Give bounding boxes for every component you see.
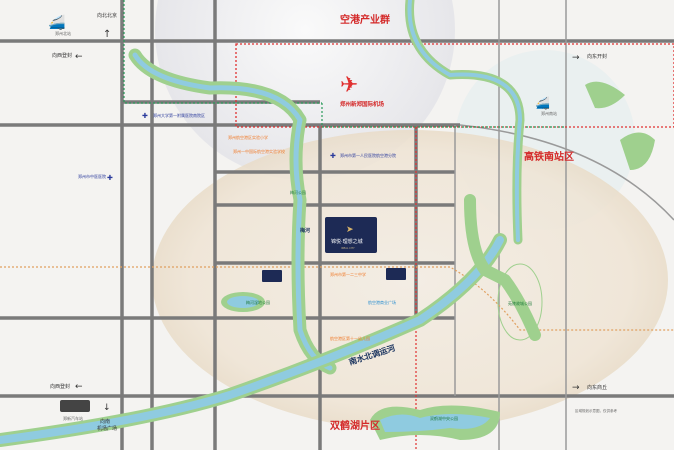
meihe-label: 梅河 [300,227,310,234]
hospital-icon: ✚ [142,112,148,120]
project-marker-small-2 [386,268,406,280]
green-rail-line [123,0,566,128]
hospital-3-label[interactable]: 郑州市中医医院 [78,173,106,179]
north-station-label: 郑州北站 [55,30,71,36]
rivers [0,0,655,447]
hospital-icon: ✚ [330,152,336,160]
direction-west-top: 向西登封 [52,52,72,59]
park-3-label[interactable]: 双鹤湖中央公园 [430,415,458,421]
direction-south-sub: 机场广场 [97,425,117,432]
direction-east-top: 向东开封 [587,53,607,60]
hospital-1-label[interactable]: 郑州大学第一附属医院南院区 [153,112,205,118]
west-arrow-icon: ← [75,382,83,392]
hospital-2-label[interactable]: 郑州市第一人民医院航空港分院 [340,152,396,158]
north-arrow-icon: ↑ [103,29,111,40]
park-4-label[interactable]: 苑陵故城公园 [508,300,532,306]
hsr-south-label[interactable]: 高铁南站区 [524,150,574,163]
train-icon: 🚄 [535,96,550,110]
east-arrow-icon: → [572,53,580,63]
east-arrow-icon: → [572,383,580,393]
school-4-label[interactable]: 航空港区第十一幼儿园 [330,335,370,341]
direction-south: 向南 [100,418,110,425]
airport-label: 郑州新郑国际机场 [340,100,385,108]
shuanghe-lake-label[interactable]: 双鹤湖片区 [330,419,380,432]
direction-north: 向北北京 [97,12,117,19]
plane-icon: ✈ [340,73,358,98]
orange-rail-line [0,266,674,331]
mall-label[interactable]: 航空港商业广场 [368,299,396,305]
south-arrow-icon: ↓ [103,403,111,413]
direction-east-bottom: 向东商丘 [587,384,607,391]
west-arrow-icon: ← [75,52,83,62]
project-logo-icon: ➤ [346,225,354,235]
direction-west-bottom: 向西登封 [50,383,70,390]
train-icon: 🚄 [48,14,65,31]
bus-station-label: 郑新汽车站 [63,415,83,421]
bus-icon [60,400,90,412]
project-marker-small-1 [262,270,282,282]
school-3-label[interactable]: 郑州市第一二三中学 [330,271,366,277]
school-2-label[interactable]: 郑州一中国际航空港实验学校 [233,148,285,154]
project-marker[interactable]: ➤ 锦悦·理想之城 IDEAL CITY [325,217,377,253]
park-2-label[interactable]: 梅河湿地公园 [246,299,270,305]
map-note: 区域规划示意图，仅供参考 [575,408,617,413]
project-name: 锦悦·理想之城 [331,238,363,245]
south-station-label: 郑州南站 [541,110,557,116]
project-english: IDEAL CITY [341,246,355,250]
school-1-label[interactable]: 郑州航空港区实验小学 [228,134,268,140]
airport-cluster-label: 空港产业群 [340,13,390,26]
park-1-label[interactable]: 梅河公园 [290,189,306,195]
hospital-icon: ✚ [107,174,113,182]
